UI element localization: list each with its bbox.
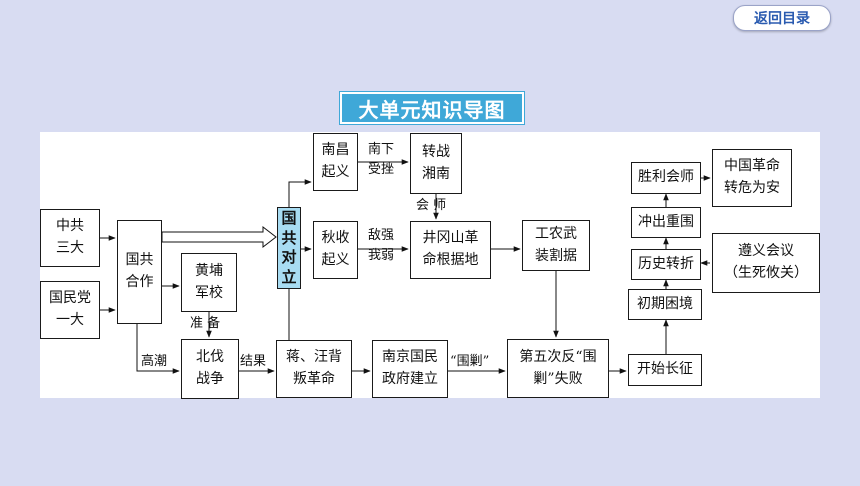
connector-lines — [100, 159, 711, 374]
node-duili: 国 共 对 立 — [277, 207, 301, 289]
node-zhuanzhan: 转战 湘南 — [410, 133, 462, 194]
edge-guogong-duili-hollow — [161, 225, 277, 249]
node-kaishi: 开始长征 — [628, 354, 702, 386]
back-to-contents-button[interactable]: 返回目录 — [733, 5, 831, 31]
label-gaochao: 高潮 — [141, 354, 168, 369]
node-diwuci: 第五次反“围 剿”失败 — [507, 339, 609, 398]
node-jiangwang: 蒋、汪背 叛革命 — [276, 340, 352, 398]
label-jieguo: 结果 — [240, 354, 267, 369]
node-zunyi: 遵义会议 （生死攸关） — [712, 233, 820, 293]
edge-duili-nanchang — [288, 179, 312, 207]
label-zhunbei: 准 备 — [190, 316, 221, 331]
node-huangpu: 黄埔 军校 — [181, 253, 237, 312]
label-weijiao: “围剿” — [450, 354, 490, 369]
label-huishi: 会 师 — [416, 198, 447, 213]
node-beifa: 北伐 战争 — [181, 339, 239, 399]
node-nanjing: 南京国民 政府建立 — [372, 340, 448, 398]
node-zhonggong: 中共 三大 — [40, 209, 100, 267]
node-zhuanwei: 中国革命 转危为安 — [712, 149, 792, 207]
node-qiushou: 秋收 起义 — [313, 221, 358, 279]
label-nanxia: 南下 受挫 — [368, 142, 395, 178]
node-guogong: 国共 合作 — [117, 220, 162, 324]
node-jinggang: 井冈山革 命根据地 — [410, 221, 491, 279]
node-lishi: 历史转折 — [631, 249, 701, 280]
node-chongchu: 冲出重围 — [631, 207, 701, 238]
label-diqiang: 敌强 我弱 — [368, 228, 395, 264]
node-nanchang: 南昌 起义 — [313, 133, 358, 191]
node-gongnong: 工农武 装割据 — [522, 220, 590, 271]
node-guomindang: 国民党 一大 — [40, 281, 100, 339]
node-chuqi: 初期困境 — [628, 289, 702, 320]
edge-guogong-beifa — [136, 324, 180, 374]
knowledge-map-diagram: 中共 三大 国民党 一大 国共 合作 黄埔 军校 北伐 战争 国 共 对 立 南… — [40, 132, 820, 399]
page-title: 大单元知识导图 — [340, 92, 524, 124]
node-shengli: 胜利会师 — [631, 162, 701, 194]
